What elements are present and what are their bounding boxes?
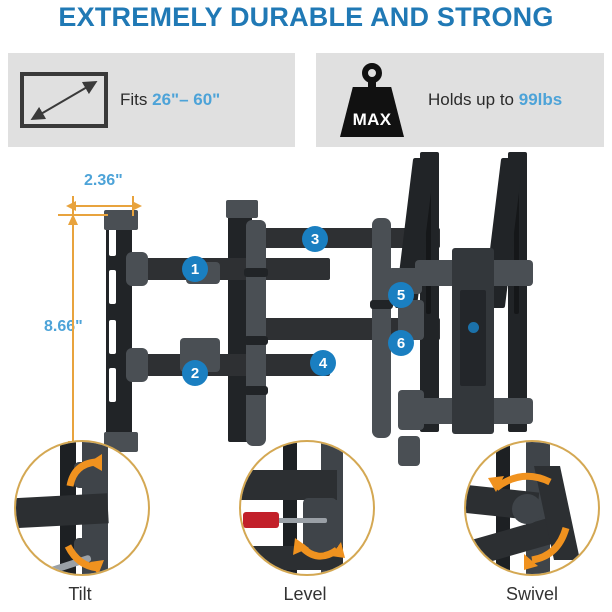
- pivot-collar: [244, 386, 268, 395]
- right-pivot-column: [372, 218, 391, 438]
- arm-upper-front-joint: [126, 252, 148, 286]
- spec-value-weight: 99lbs: [518, 90, 563, 109]
- tv-rail-holes: [514, 164, 519, 314]
- dim-tick-height-top: [58, 214, 108, 216]
- callout-badge-2[interactable]: 2: [182, 360, 208, 386]
- feature-label-swivel: Swivel: [505, 584, 558, 604]
- spec-prefix-fits: Fits: [120, 90, 153, 109]
- level-screw-shaft: [275, 518, 327, 523]
- right-pivot-collar: [370, 300, 393, 309]
- callout-badge-3[interactable]: 3: [302, 226, 328, 252]
- spec-prefix-holds: Holds up to: [428, 90, 519, 109]
- weight-neck: [368, 79, 376, 89]
- dim-line-depth: [74, 205, 132, 207]
- feature-circle-swivel: [464, 440, 600, 576]
- swivel-hinge-icon: [512, 494, 542, 524]
- screwdriver-handle-icon: [243, 512, 279, 528]
- dim-arrows-height: [68, 214, 78, 452]
- product-illustration: 2.36" 8.66" 1 2 3 4 5 6: [0, 150, 612, 466]
- tv-hook-lower: [398, 390, 424, 430]
- wall-plate-top-cap: [104, 210, 138, 230]
- feature-label-tilt: Tilt: [68, 584, 92, 604]
- pivot-collar: [244, 268, 268, 277]
- arm-lower-front: [130, 354, 330, 376]
- level-adjust-block: [303, 498, 337, 552]
- callout-badge-1[interactable]: 1: [182, 256, 208, 282]
- page-title: EXTREMELY DURABLE AND STRONG: [58, 2, 554, 32]
- tv-rail-holes: [426, 164, 431, 314]
- tv-hook-bottom: [398, 436, 420, 466]
- arm-upper-front: [130, 258, 330, 280]
- tilt-arrow-icon: [64, 454, 104, 574]
- feature-circle-tilt: [14, 440, 150, 576]
- feature-circle-level: [239, 440, 375, 576]
- dim-line-height: [72, 216, 74, 448]
- callout-badge-6[interactable]: 6: [388, 330, 414, 356]
- tv-screen-diagonal-icon: [8, 72, 120, 128]
- level-arrow-icon: [293, 538, 345, 560]
- wall-plate-right-cap: [226, 200, 258, 218]
- callout-badge-4[interactable]: 4: [310, 350, 336, 376]
- max-weight-icon: MAX: [316, 63, 428, 137]
- arm-lower-front-joint: [126, 348, 148, 382]
- spec-label-weight-capacity: Holds up to 99lbs: [428, 90, 562, 110]
- arm-upper-rear: [250, 228, 440, 248]
- spec-panel-screen-size: Fits 26"– 60": [8, 53, 295, 147]
- tv-center-plate-inset: [460, 290, 486, 386]
- wall-plate-slot: [109, 222, 116, 256]
- spec-panel-weight-capacity: MAX Holds up to 99lbs: [316, 53, 604, 147]
- callout-badge-5[interactable]: 5: [388, 282, 414, 308]
- wall-plate-slot: [109, 270, 116, 304]
- brand-logo-dot: [468, 322, 479, 333]
- center-pivot-column: [246, 220, 266, 446]
- dimension-label-depth: 2.36": [84, 172, 123, 189]
- wall-plate-slot: [109, 368, 116, 402]
- spec-label-screen-size: Fits 26"– 60": [120, 90, 220, 110]
- weight-icon-text: MAX: [352, 110, 392, 129]
- feature-label-level: Level: [283, 584, 327, 604]
- level-arm-upper: [241, 470, 337, 500]
- dim-arrows-depth: [66, 201, 142, 211]
- weight-body: MAX: [340, 87, 404, 137]
- pivot-collar: [244, 336, 268, 345]
- spec-value-screen-size: 26"– 60": [152, 90, 221, 109]
- swivel-arrow-icon: [488, 472, 570, 570]
- wall-plate-slot: [109, 320, 116, 354]
